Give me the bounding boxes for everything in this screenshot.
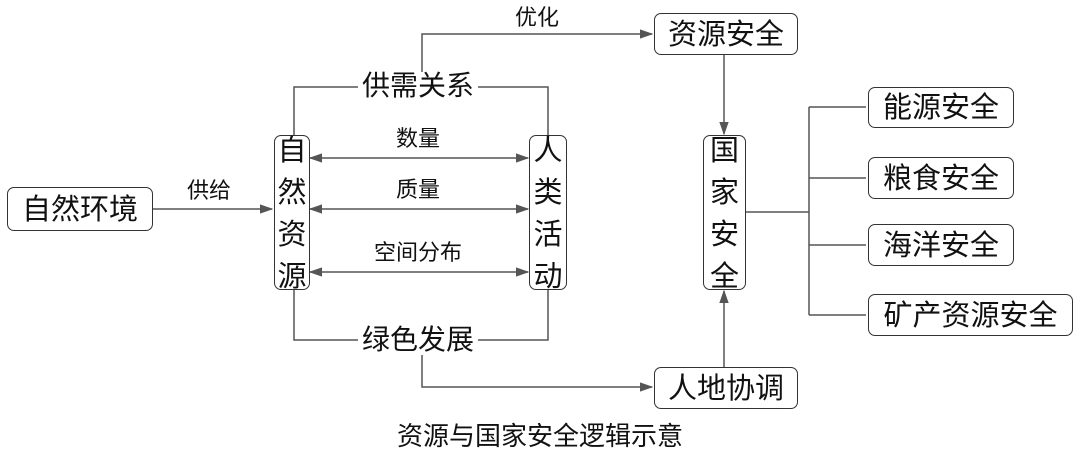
node-natural-resources: 自 然 资 源 bbox=[274, 133, 310, 293]
node-human-activity: 人 类 活 动 bbox=[529, 133, 567, 293]
arrow-green-to-harmony bbox=[421, 355, 654, 392]
label-spatial: 空间分布 bbox=[374, 241, 463, 266]
label-quantity: 数量 bbox=[396, 127, 441, 152]
node-ocean-security: 海洋安全 bbox=[868, 224, 1014, 266]
label-supply: 供给 bbox=[187, 179, 232, 204]
label-supply-demand: 供需关系 bbox=[358, 72, 479, 100]
label-green-development: 绿色发展 bbox=[358, 326, 479, 354]
node-mineral-resource-security: 矿产资源安全 bbox=[868, 294, 1073, 336]
diagram-caption: 资源与国家安全逻辑示意 bbox=[396, 422, 683, 452]
node-food-security: 粮食安全 bbox=[868, 157, 1014, 199]
label-optimize: 优化 bbox=[515, 6, 560, 31]
node-human-land-harmony: 人地协调 bbox=[654, 367, 798, 409]
node-resource-security: 资源安全 bbox=[654, 13, 798, 55]
label-quality: 质量 bbox=[396, 178, 441, 203]
node-natural-environment: 自然环境 bbox=[7, 187, 153, 231]
arrow-optimize bbox=[421, 29, 654, 72]
node-energy-security: 能源安全 bbox=[868, 87, 1014, 128]
node-national-security: 国 家 安 全 bbox=[703, 133, 746, 293]
